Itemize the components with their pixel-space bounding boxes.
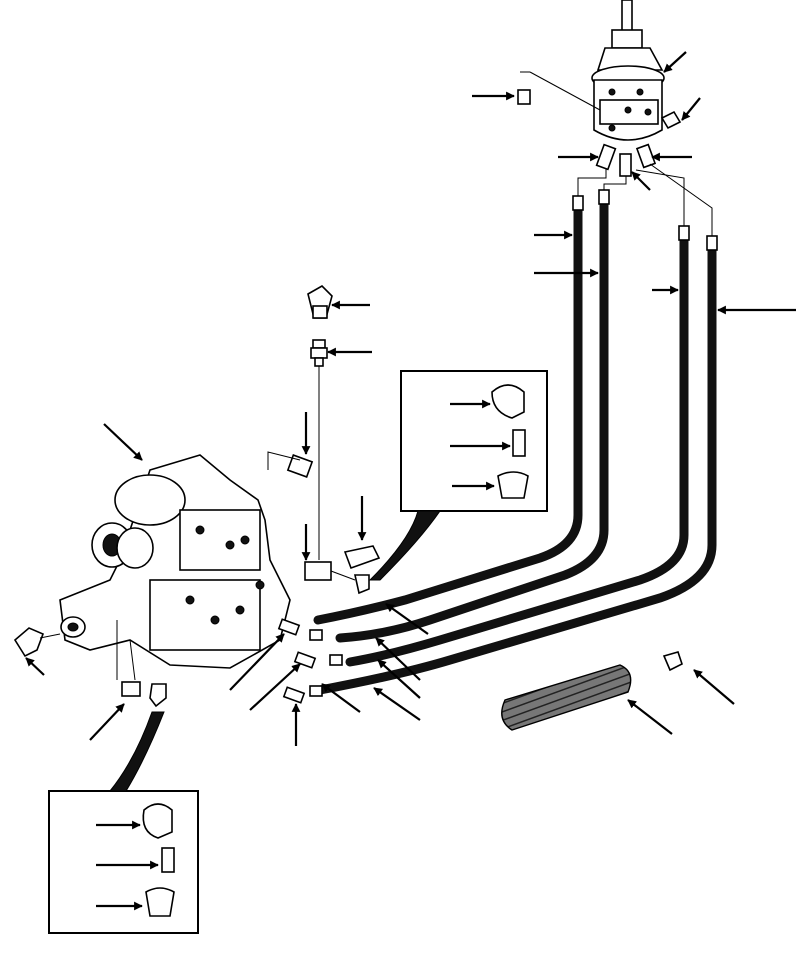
valve-fittings-center	[304, 545, 381, 595]
inset-detail-lower	[48, 711, 199, 934]
transmission-valve-body	[59, 454, 291, 681]
hydraulic-hoses	[313, 189, 718, 695]
elbow-fitting-left	[13, 627, 61, 658]
plug	[517, 71, 601, 111]
steering-valve	[591, 0, 665, 141]
inset-detail-upper	[368, 370, 548, 581]
switch-fitting-upper	[310, 339, 328, 560]
elbow-fitting-upper	[307, 285, 333, 319]
lower-fittings	[121, 681, 167, 708]
hose-protective-sleeve	[501, 664, 632, 731]
hose-routing-lines	[577, 163, 713, 236]
dust-cap	[662, 651, 683, 672]
port-fittings-lower	[277, 618, 343, 704]
adapter-fitting	[267, 451, 314, 478]
callout-arrows	[25, 51, 796, 911]
